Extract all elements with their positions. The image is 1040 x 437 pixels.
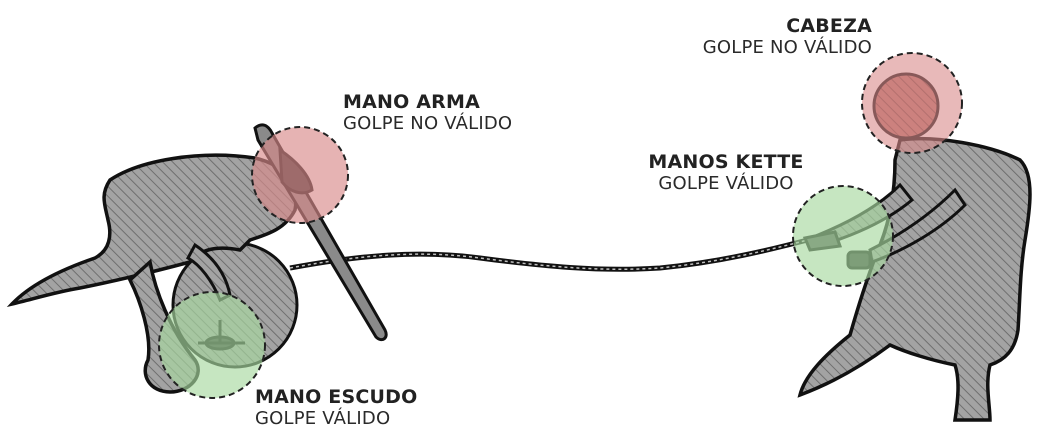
right-fighter-body — [797, 136, 1032, 422]
zone-title: MANO ESCUDO — [255, 386, 418, 408]
zone-title: MANO ARMA — [343, 91, 481, 113]
zone-circle-cabeza — [861, 52, 963, 154]
chain-rope — [289, 235, 816, 272]
zone-circle-manos-kette — [792, 185, 894, 287]
zone-status: GOLPE NO VÁLIDO — [343, 112, 513, 134]
zone-circle-mano-arma — [251, 126, 349, 224]
label-cabeza: CABEZA GOLPE NO VÁLIDO — [702, 15, 872, 59]
zone-circle-mano-escudo — [158, 291, 266, 399]
label-mano-arma: MANO ARMA GOLPE NO VÁLIDO — [343, 91, 513, 135]
zone-title: MANOS KETTE — [648, 151, 804, 173]
label-manos-kette: MANOS KETTE GOLPE VÁLIDO — [646, 151, 806, 195]
zone-status: GOLPE VÁLIDO — [658, 172, 794, 194]
zone-title: CABEZA — [786, 15, 872, 37]
zone-status: GOLPE NO VÁLIDO — [702, 36, 872, 58]
zone-status: GOLPE VÁLIDO — [255, 407, 391, 429]
label-mano-escudo: MANO ESCUDO GOLPE VÁLIDO — [255, 386, 418, 430]
